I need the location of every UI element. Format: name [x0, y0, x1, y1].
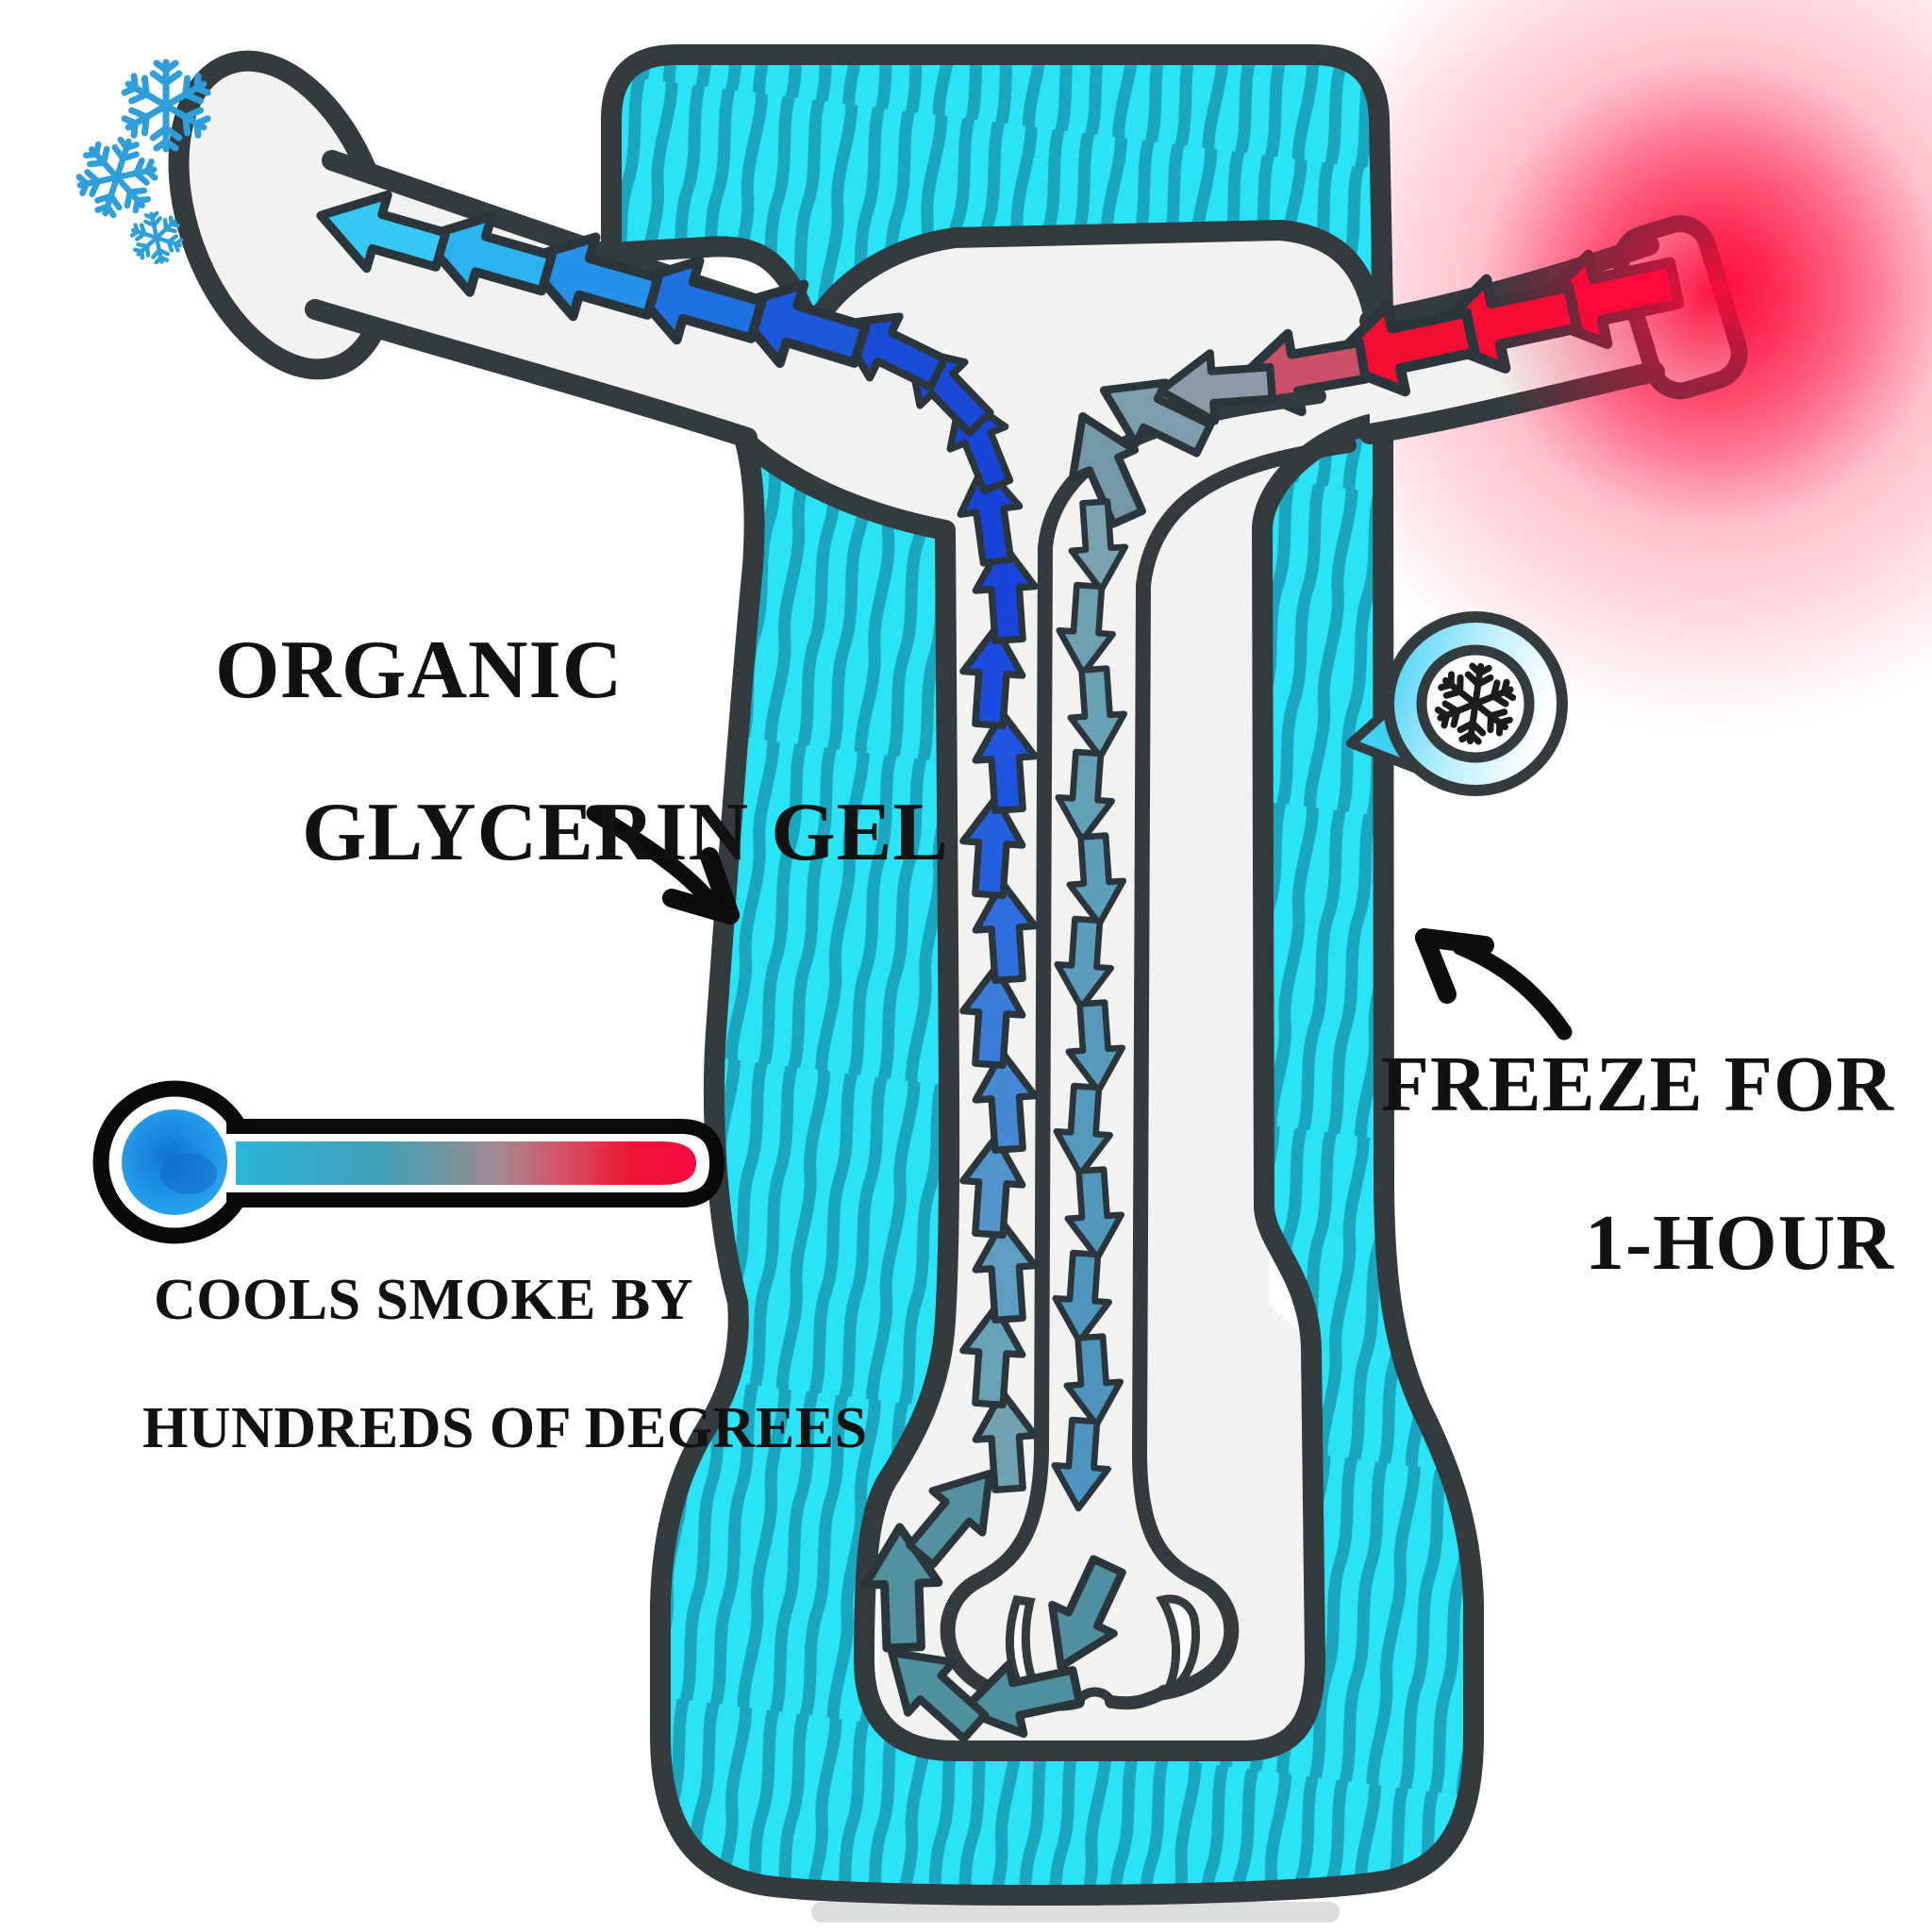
flow-arrow	[959, 624, 1026, 729]
cools-smoke-line2: HUNDREDS OF DEGREES	[142, 1396, 868, 1460]
flow-arrow	[959, 963, 1026, 1069]
junction-turn-arrows	[1068, 349, 1276, 528]
flow-arrow	[1066, 832, 1127, 927]
riser-arrows	[959, 539, 1039, 1493]
flow-arrow	[417, 211, 557, 297]
flow-arrow	[959, 793, 1026, 899]
flow-arrow	[1068, 498, 1129, 593]
freeze-line2: 1-HOUR	[1585, 1199, 1894, 1287]
flow-arrow	[1056, 581, 1116, 677]
flow-arrow	[959, 1303, 1026, 1408]
snowflake-icon	[121, 58, 211, 153]
snowflake-icon	[1434, 662, 1517, 745]
flow-arrow	[1067, 665, 1128, 760]
flow-arrow	[1053, 1082, 1113, 1178]
glycerin-body	[650, 410, 1484, 1907]
downstem-arrows	[1051, 498, 1129, 1512]
flow-arrow	[1099, 378, 1215, 458]
flow-arrow	[316, 190, 451, 274]
base-shadow	[811, 1902, 1340, 1923]
flow-arrow	[958, 1659, 1084, 1739]
flow-arrow	[972, 1218, 1039, 1324]
snowflake-icon	[129, 210, 184, 265]
snowflake-icon	[75, 136, 158, 219]
flow-arrow	[972, 1388, 1039, 1493]
flow-arrow	[1156, 349, 1276, 425]
flow-arrow	[1051, 1416, 1111, 1512]
flow-arrow	[1055, 748, 1115, 844]
freeze-label: FREEZE FOR 1-HOUR	[1381, 1045, 1894, 1283]
flow-arrow	[972, 539, 1039, 644]
thermometer-icon	[92, 1080, 725, 1244]
organic-glycerin-line1: ORGANIC	[215, 625, 624, 716]
flow-arrow	[1064, 1166, 1125, 1261]
flow-arrow	[519, 232, 663, 322]
flow-arrow	[1068, 411, 1146, 528]
flow-arrow	[888, 1648, 990, 1743]
flow-arrow	[972, 878, 1039, 984]
flow-arrow	[1048, 1555, 1126, 1671]
snowflake-badge-icon	[1346, 611, 1568, 796]
organic-glycerin-label: ORGANIC GLYCERIN GEL	[215, 629, 949, 874]
riser-turn-arrows	[833, 312, 1024, 567]
glycerin-top-cap	[601, 44, 1393, 341]
flow-arrow	[1065, 999, 1126, 1094]
hand-drawn-arrow-up-left	[1415, 928, 1573, 1041]
outlet-arrows	[316, 190, 871, 368]
cools-smoke-label: COOLS SMOKE BY HUNDREDS OF DEGREES	[82, 1268, 867, 1460]
chamber-turn-arrows	[860, 1469, 1126, 1743]
freeze-line1: FREEZE FOR	[1380, 1041, 1894, 1128]
cools-smoke-line1: COOLS SMOKE BY	[154, 1268, 693, 1332]
flow-arrow	[1063, 1333, 1124, 1428]
hand-drawn-arrow-down-right	[586, 805, 740, 924]
flow-arrow	[1052, 1249, 1112, 1345]
flow-arrow	[959, 1133, 1026, 1239]
organic-glycerin-line2: GLYCERIN GEL	[302, 787, 950, 878]
flow-arrow	[972, 1048, 1039, 1154]
flow-arrow	[906, 1469, 993, 1569]
heat-glow-core	[1476, 57, 1932, 528]
snowflakes-icon	[75, 58, 211, 265]
flow-arrow	[972, 708, 1039, 814]
flow-arrow	[1054, 915, 1114, 1011]
